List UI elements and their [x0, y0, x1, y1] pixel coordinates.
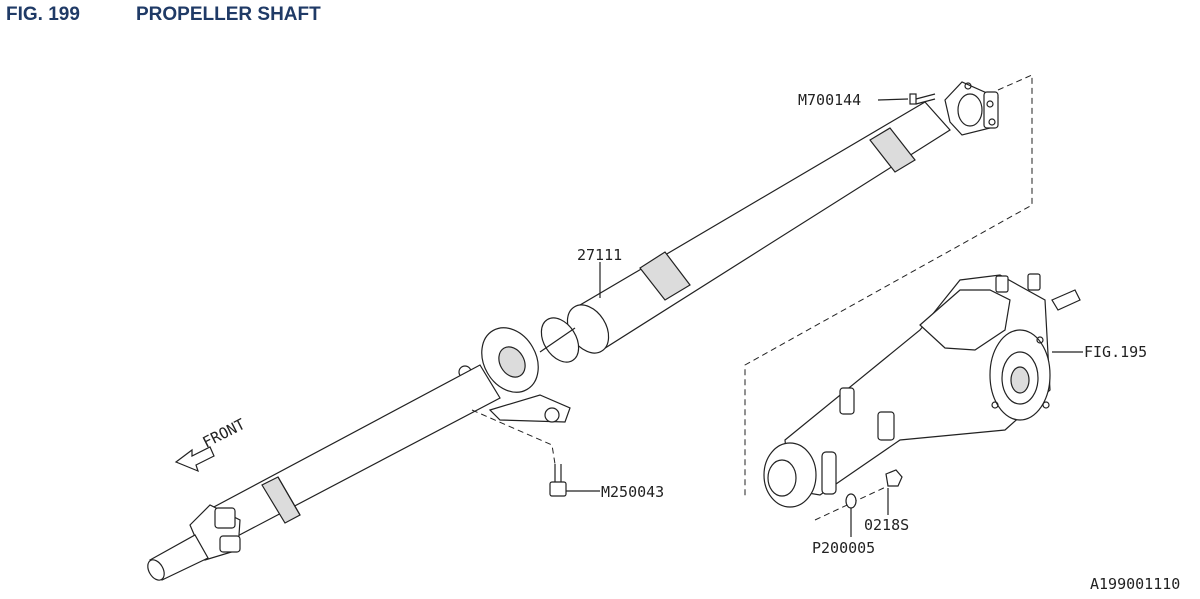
callout-washer-p200005: P200005	[812, 539, 875, 557]
callout-fig195: FIG.195	[1084, 343, 1147, 361]
figure-number: FIG. 199	[6, 4, 80, 25]
callout-bolt-m250043: M250043	[601, 483, 664, 501]
bolt-m700144	[909, 93, 936, 105]
rear-universal-joint	[944, 81, 999, 136]
nut-0218s	[885, 469, 903, 487]
bearing-bolt-dashed-line	[471, 409, 556, 465]
front-universal-joint	[147, 504, 241, 581]
drawing-code: A199001110	[1090, 575, 1180, 593]
rear-shaft-tube	[539, 101, 951, 363]
bolt-m250043	[549, 464, 567, 497]
washer-p200005	[845, 493, 857, 509]
callout-shaft-27111: 27111	[577, 246, 622, 264]
front-direction-arrow	[174, 446, 215, 473]
callout-bolt-m700144: M700144	[798, 91, 861, 109]
callout-nut-0218s: 0218S	[864, 516, 909, 534]
rear-flange-dashed-box	[744, 74, 1033, 497]
figure-title: PROPELLER SHAFT	[136, 4, 321, 25]
center-bearing	[458, 327, 571, 423]
front-arrow-label: FRONT	[200, 415, 248, 452]
front-shaft-tube	[211, 364, 501, 541]
rear-differential	[763, 273, 1081, 508]
